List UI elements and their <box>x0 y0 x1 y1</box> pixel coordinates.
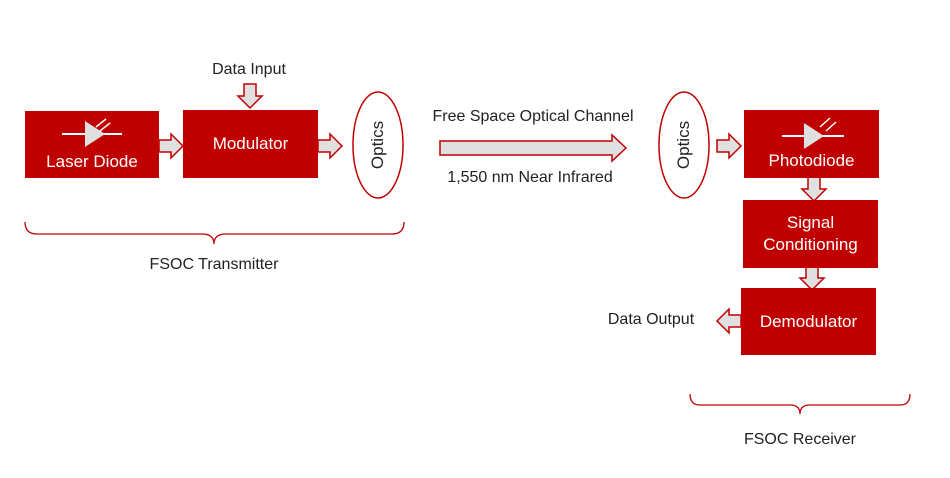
rx-optics-label: Optics <box>674 120 693 170</box>
data-output-label: Data Output <box>607 311 695 328</box>
photodiode-block: Photodiode <box>744 110 879 178</box>
modulator-block: Modulator <box>183 110 318 178</box>
channel-arrow <box>439 133 628 163</box>
laser-diode-label: Laser Diode <box>46 151 138 171</box>
laser-diode-block: Laser Diode <box>25 111 159 178</box>
receiver-brace <box>689 393 911 415</box>
transmitter-label: FSOC Transmitter <box>149 256 279 273</box>
modulator-to-optics-arrow <box>317 133 343 159</box>
demodulator-block: Demodulator <box>741 288 876 355</box>
demodulator-label: Demodulator <box>759 311 858 331</box>
receiver-label: FSOC Receiver <box>743 431 857 448</box>
tx-optics-label: Optics <box>368 120 387 170</box>
channel-wavelength: 1,550 nm Near Infrared <box>447 169 613 186</box>
demodulator-to-output-arrow <box>716 308 742 334</box>
transmitter-brace <box>24 221 405 245</box>
laser-diode-symbol-icon <box>62 117 122 147</box>
modulator-label: Modulator <box>212 134 289 153</box>
data-input-arrow <box>237 83 263 109</box>
signal-to-demodulator-arrow <box>799 265 825 291</box>
laser-to-modulator-arrow <box>158 133 184 159</box>
photodiode-symbol-icon <box>781 117 844 149</box>
signal-conditioning-label-1: Signal <box>786 213 835 232</box>
signal-conditioning-label-2: Conditioning <box>763 235 858 254</box>
photodiode-label: Photodiode <box>768 151 855 170</box>
optics-to-photodiode-arrow <box>716 133 742 159</box>
channel-title: Free Space Optical Channel <box>432 108 634 125</box>
rx-optics-lens <box>658 91 710 199</box>
signal-conditioning-block: Signal Conditioning <box>743 200 878 268</box>
data-input-label: Data Input <box>212 61 286 78</box>
tx-optics-lens <box>352 91 404 199</box>
photodiode-to-signal-arrow <box>801 176 827 202</box>
